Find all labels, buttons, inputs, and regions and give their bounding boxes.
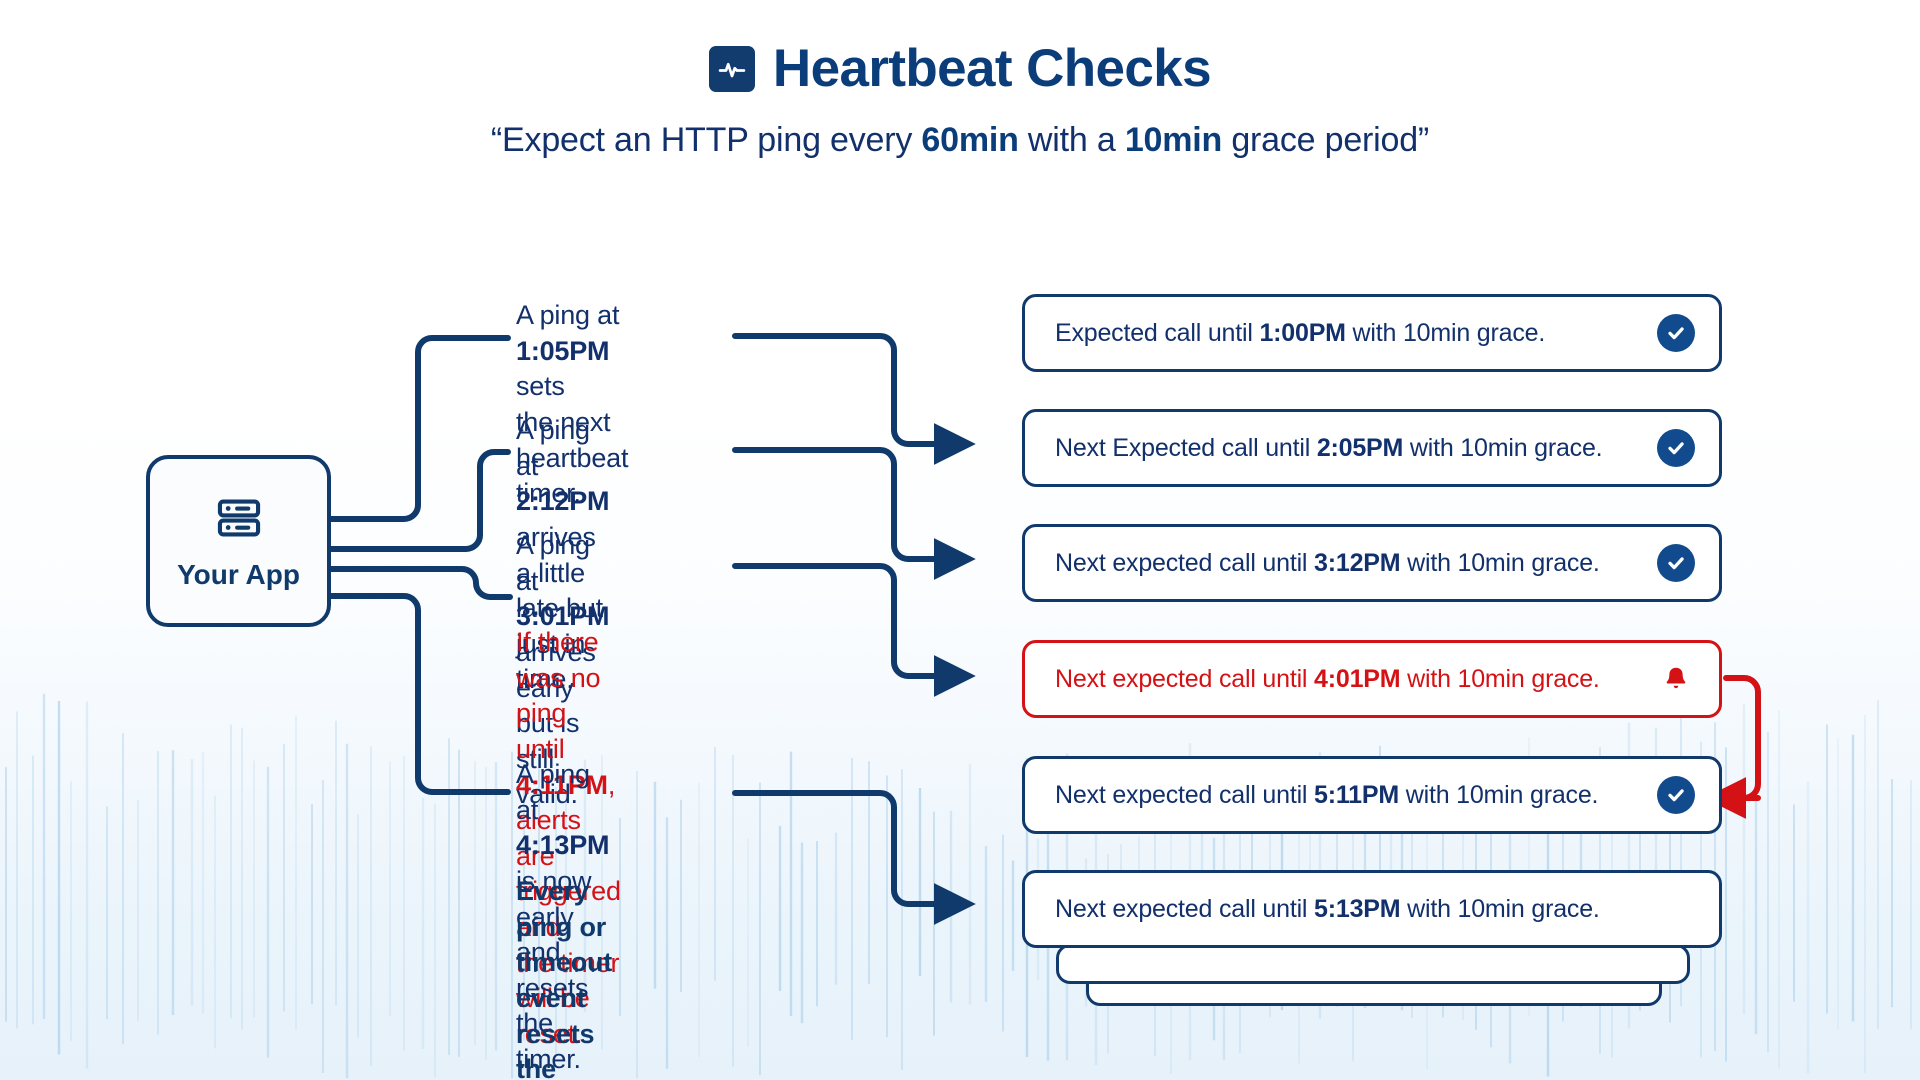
your-app-node: Your App [146,455,331,627]
heartbeat-pulse-icon [708,45,755,92]
wire-alert-reset [1723,675,1761,801]
expectation-card-2[interactable]: Next Expected call until 2:05PM with 10m… [1022,409,1722,487]
card-6-text: Next expected call until 5:13PM with 10m… [1055,894,1600,923]
stacked-card-placeholder-1 [1056,944,1690,984]
card-4-text: Next expected call until 4:01PM with 10m… [1055,664,1600,693]
card-2-text: Next Expected call until 2:05PM with 10m… [1055,433,1603,462]
expectation-card-5[interactable]: Next expected call until 5:11PM with 10m… [1022,756,1722,834]
check-circle-icon [1657,429,1695,467]
expectation-card-4-alert[interactable]: Next expected call until 4:01PM with 10m… [1022,640,1722,718]
page-subtitle: “Expect an HTTP ping every 60min with a … [490,121,1430,159]
expectation-card-6[interactable]: Next expected call until 5:13PM with 10m… [1022,870,1722,948]
card-3-text: Next expected call until 3:12PM with 10m… [1055,548,1600,577]
check-circle-icon [1657,544,1695,582]
expectation-card-1[interactable]: Expected call until 1:00PM with 10min gr… [1022,294,1722,372]
your-app-label: Your App [177,558,300,590]
wire-event1-to-card2 [732,333,976,465]
page-header: Heartbeat Checks “Expect an HTTP ping ev… [0,42,1920,160]
card-5-text: Next expected call until 5:11PM with 10m… [1055,780,1599,809]
title-row: Heartbeat Checks [0,42,1920,95]
server-stack-icon [213,492,265,549]
wire-app-to-event5 [328,593,511,795]
event-text-4-alert: If there was no ping until 4:11PM,alerts… [516,627,621,1049]
page-title: Heartbeat Checks [772,39,1212,98]
expectation-card-3[interactable]: Next expected call until 3:12PM with 10m… [1022,524,1722,602]
wire-app-to-event2 [328,449,511,552]
check-circle-icon [1657,314,1695,352]
wire-event3-to-card4 [732,563,976,697]
wire-app-to-event1 [328,335,511,522]
wire-event2-to-card3 [732,447,976,580]
wire-event5-to-card6 [732,790,976,925]
wire-app-to-event3 [328,566,513,600]
bell-icon [1657,660,1695,698]
event-text-3: A ping at 3:01PM arrives early but is st… [516,530,610,810]
card-1-text: Expected call until 1:00PM with 10min gr… [1055,318,1546,347]
check-circle-icon [1657,776,1695,814]
